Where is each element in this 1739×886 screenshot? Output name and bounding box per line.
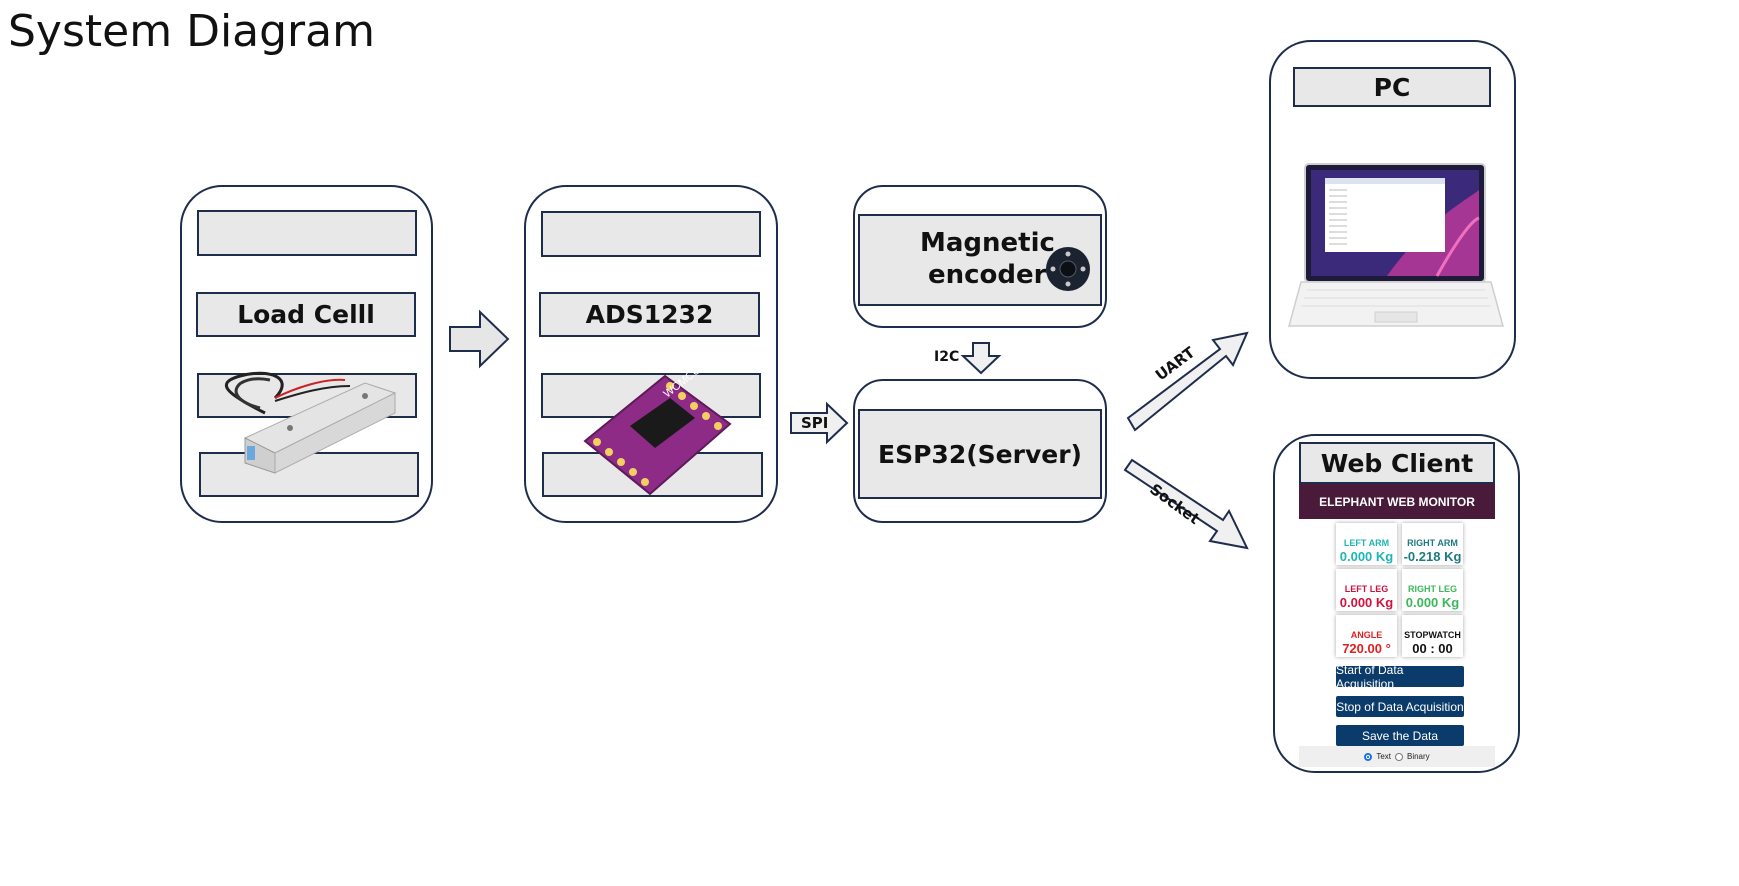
card-right-leg: RIGHT LEG 0.000 Kg: [1402, 569, 1463, 611]
arrow-i2c: [960, 342, 1002, 375]
card-stopwatch-label: STOPWATCH: [1404, 630, 1461, 640]
card-angle: ANGLE 720.00 °: [1336, 615, 1397, 657]
load-cell-slot-4: [199, 452, 419, 497]
load-cell-image: [224, 371, 397, 474]
card-right-leg-value: 0.000 Kg: [1405, 595, 1460, 610]
card-right-arm: RIGHT ARM -0.218 Kg: [1402, 523, 1463, 565]
arrow-loadcell-to-ads: [449, 309, 510, 369]
ads1232-label: ADS1232: [585, 300, 714, 329]
esp32-label: ESP32(Server): [878, 439, 1082, 469]
card-angle-value: 720.00 °: [1342, 641, 1391, 656]
spi-label: SPI: [801, 414, 829, 432]
encoder-label-line2: encoder: [928, 260, 1047, 290]
radio-text-label: Text: [1376, 752, 1391, 761]
i2c-label: I2C: [934, 349, 960, 365]
card-angle-label: ANGLE: [1350, 630, 1383, 640]
card-left-arm-label: LEFT ARM: [1343, 538, 1390, 548]
encoder-sensor-image: [1046, 247, 1090, 291]
web-monitor-title: ELEPHANT WEB MONITOR: [1319, 494, 1475, 509]
card-left-arm: LEFT ARM 0.000 Kg: [1336, 523, 1397, 565]
pc-label: PC: [1373, 72, 1411, 102]
load-cell-label: Load Celll: [237, 300, 375, 329]
esp32-label-slot: ESP32(Server): [858, 409, 1102, 499]
card-left-arm-value: 0.000 Kg: [1339, 549, 1394, 564]
format-radio-group: Text Binary: [1299, 746, 1495, 767]
radio-text[interactable]: [1364, 752, 1373, 761]
radio-binary[interactable]: [1394, 752, 1403, 761]
card-left-leg: LEFT LEG 0.000 Kg: [1336, 569, 1397, 611]
arrow-spi: [790, 401, 849, 445]
ads-slot-top: [541, 211, 761, 257]
card-left-leg-label: LEFT LEG: [1344, 584, 1389, 594]
ads-label-slot: ADS1232: [539, 292, 760, 337]
web-client-label-slot: Web Client: [1299, 442, 1495, 484]
web-monitor-header: ELEPHANT WEB MONITOR: [1299, 484, 1495, 519]
laptop-image: [1288, 163, 1504, 327]
card-right-arm-label: RIGHT ARM: [1407, 538, 1458, 548]
radio-binary-label: Binary: [1406, 752, 1430, 761]
card-right-leg-label: RIGHT LEG: [1408, 584, 1457, 594]
web-client-label: Web Client: [1320, 448, 1474, 478]
pc-label-slot: PC: [1293, 67, 1491, 107]
load-cell-slot-top: [197, 210, 417, 256]
encoder-label-line1: Magnetic: [920, 228, 1055, 258]
page-title: System Diagram: [8, 6, 375, 57]
save-data-button[interactable]: Save the Data: [1336, 725, 1464, 746]
arrow-socket: [1123, 458, 1249, 550]
start-acquisition-button[interactable]: Start of Data Acquisition: [1336, 663, 1464, 691]
arrow-uart: [1126, 331, 1249, 432]
card-left-leg-value: 0.000 Kg: [1339, 595, 1394, 610]
card-stopwatch-value: 00 : 00: [1412, 641, 1453, 656]
ads1232-board-image: WCMCU: [583, 364, 732, 496]
card-right-arm-value: -0.218 Kg: [1403, 549, 1462, 564]
stop-acquisition-button[interactable]: Stop of Data Acquisition: [1336, 696, 1464, 717]
load-cell-label-slot: Load Celll: [196, 292, 416, 337]
card-stopwatch: STOPWATCH 00 : 00: [1402, 615, 1463, 657]
